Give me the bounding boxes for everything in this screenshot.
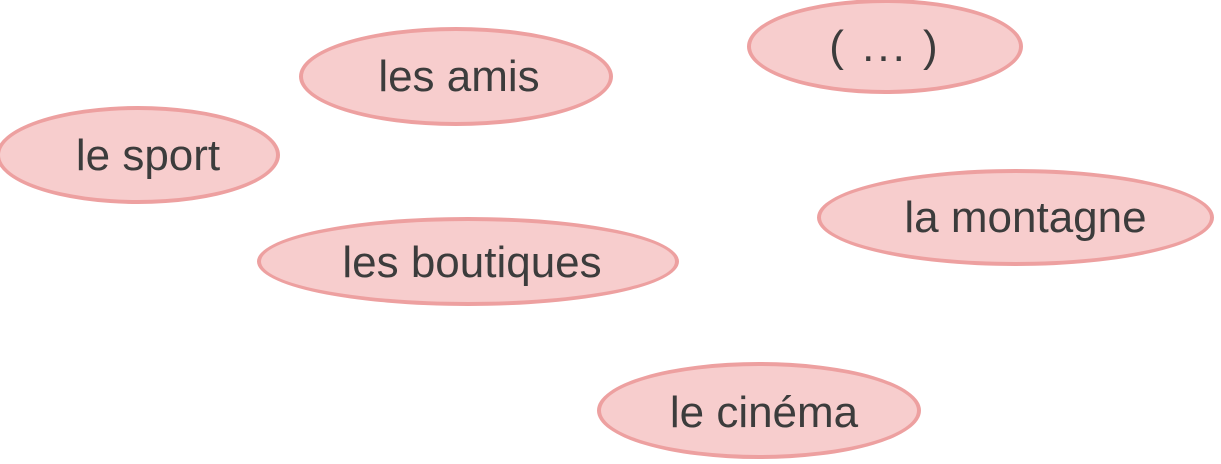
bubble-le-cinema[interactable]: le cinéma	[597, 362, 921, 459]
bubble-la-montagne[interactable]: la montagne	[817, 169, 1214, 266]
bubble-les-boutiques[interactable]: les boutiques	[257, 217, 679, 306]
bubble-label: les amis	[378, 51, 540, 101]
bubble-ellipsis-placeholder[interactable]: ( ... )	[747, 0, 1023, 94]
bubble-label: les boutiques	[342, 237, 602, 287]
bubble-label: ( ... )	[829, 21, 941, 71]
bubble-label: la montagne	[904, 192, 1147, 242]
bubble-le-sport[interactable]: le sport	[0, 106, 280, 204]
bubble-les-amis[interactable]: les amis	[299, 27, 613, 126]
bubble-label: le sport	[75, 131, 221, 180]
bubble-label: le cinéma	[669, 387, 859, 437]
